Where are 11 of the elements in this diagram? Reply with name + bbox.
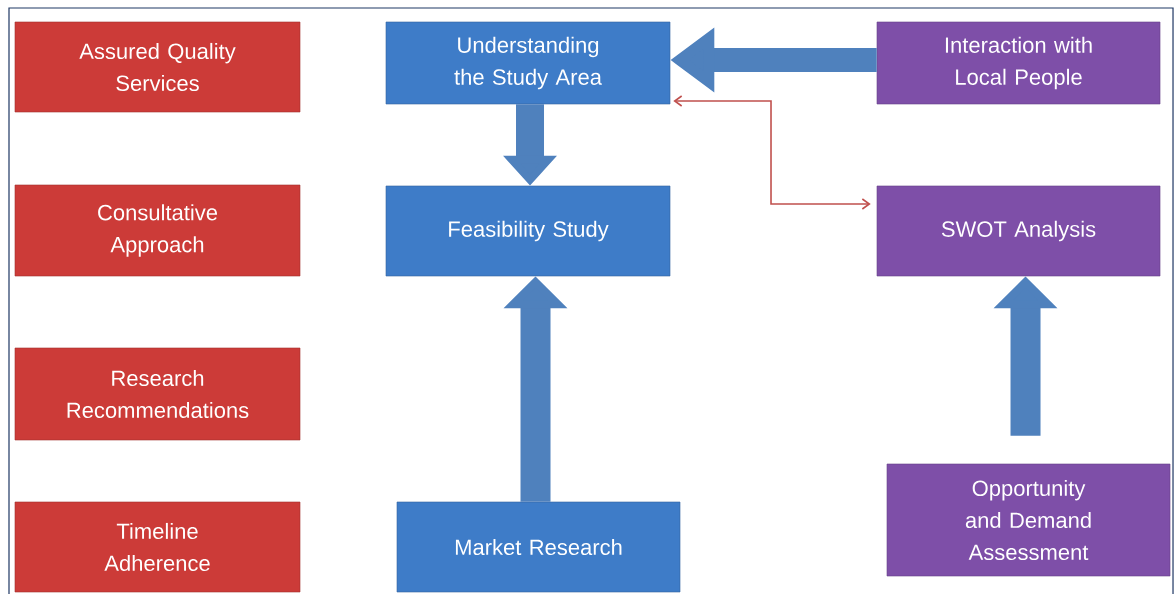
service-box: Consultative Approach — [14, 184, 301, 277]
elbow-arrow — [673, 95, 871, 210]
process-box: Understanding the Study Area — [385, 21, 671, 105]
input-box: Opportunity and Demand Assessment — [886, 463, 1171, 577]
service-box: Assured Quality Services — [14, 21, 301, 113]
input-box: Interaction with Local People — [876, 21, 1161, 105]
input-box: SWOT Analysis — [876, 185, 1161, 277]
process-box: Market Research — [396, 501, 681, 593]
process-box: Feasibility Study — [385, 185, 671, 277]
service-box: Research Recommendations — [14, 347, 301, 441]
service-box: Timeline Adherence — [14, 501, 301, 593]
